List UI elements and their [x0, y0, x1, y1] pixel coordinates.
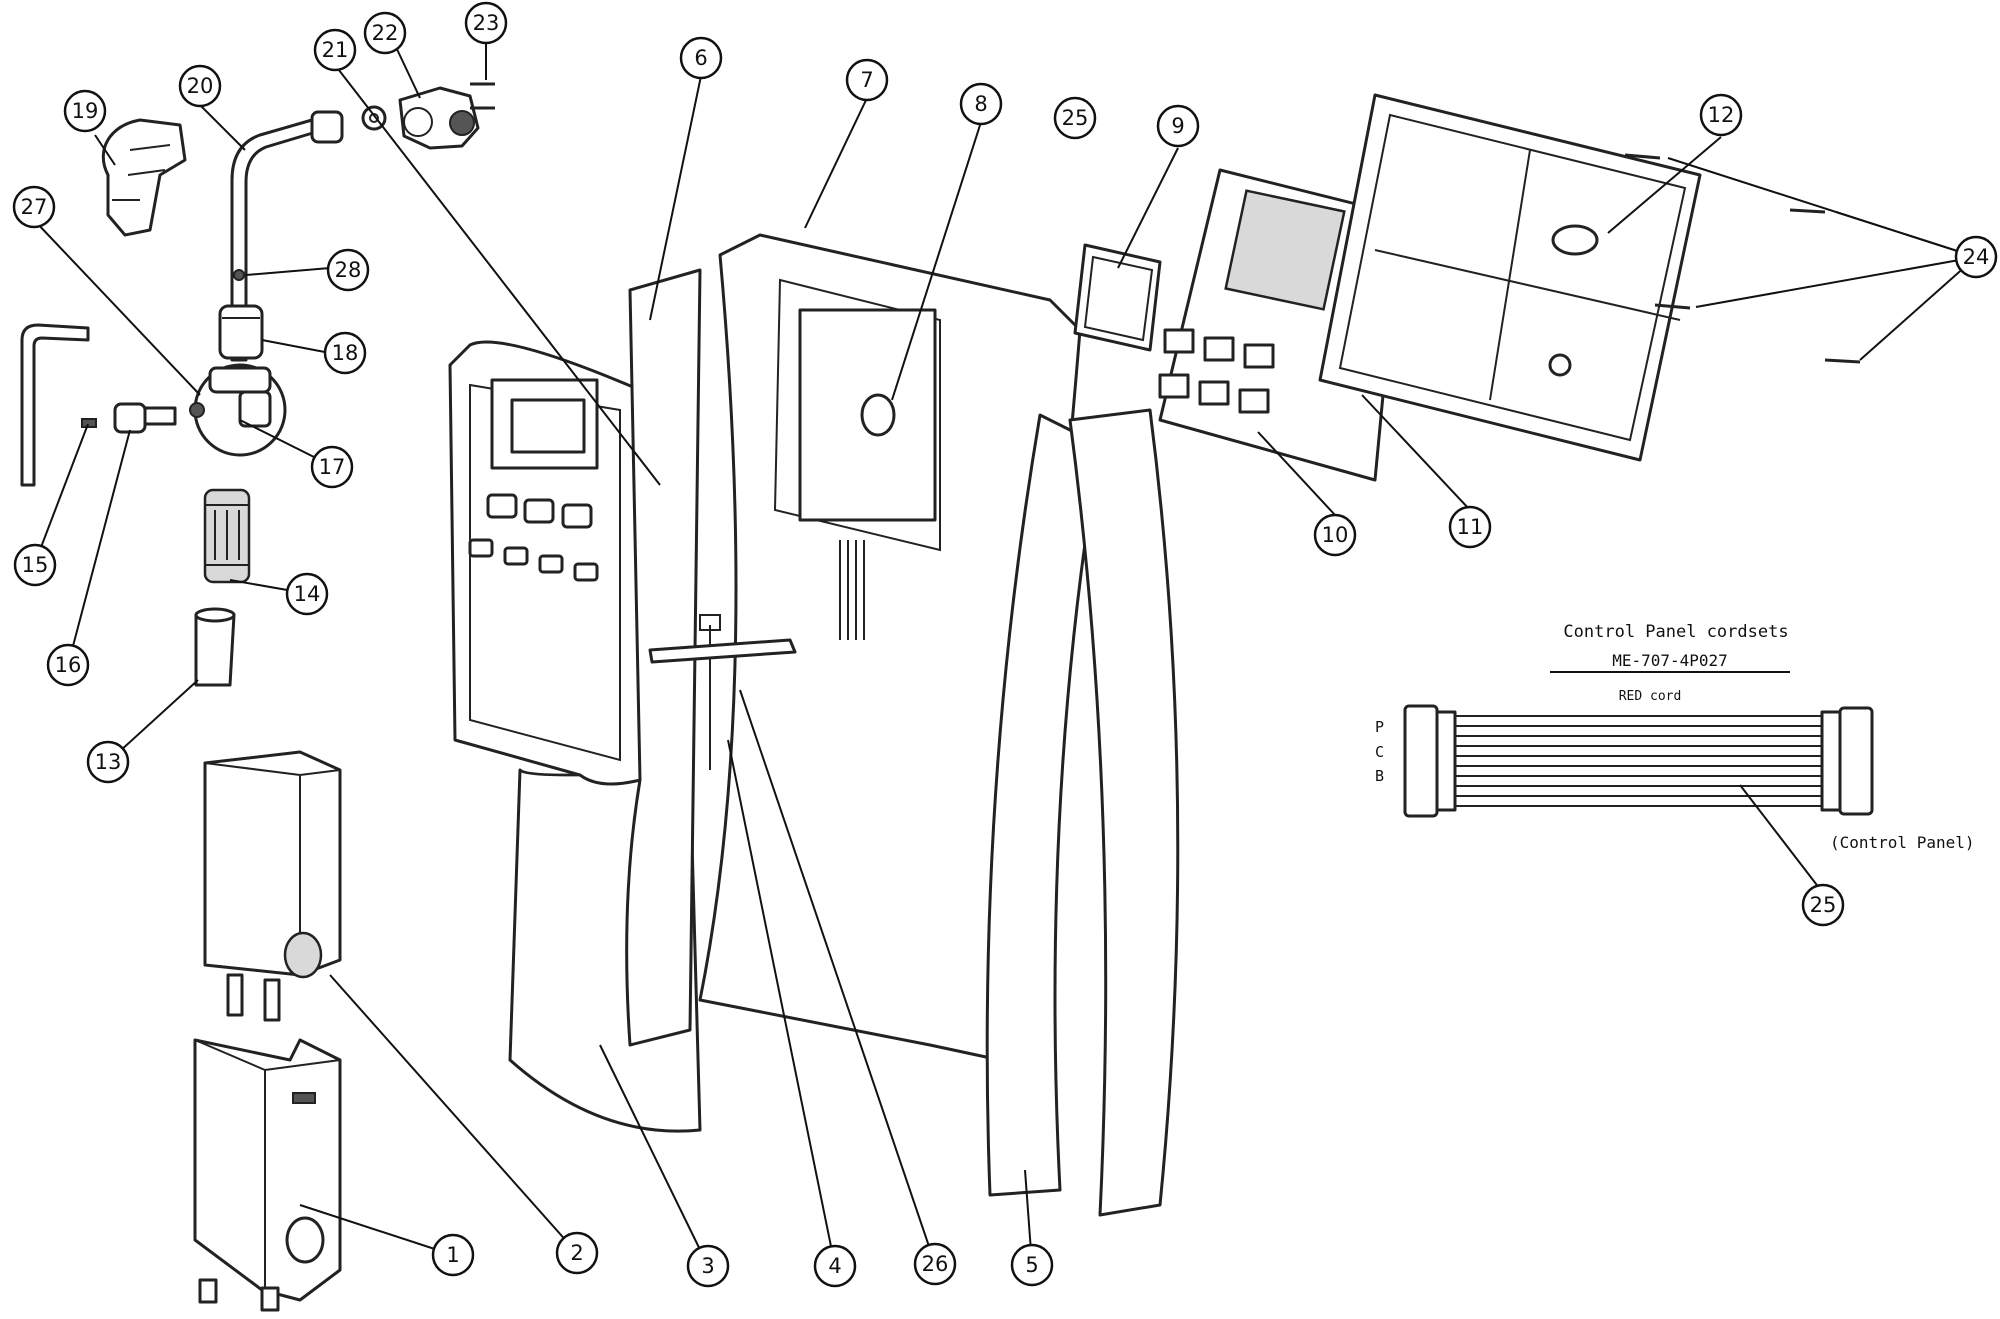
svg-text:15: 15	[22, 553, 49, 577]
part-1-housing	[193, 1038, 342, 1302]
callout-27: 27	[12, 185, 56, 229]
front-panels	[448, 233, 1180, 1217]
frame-ribs	[839, 540, 865, 640]
callout-28: 28	[326, 248, 370, 292]
callout-2: 2	[555, 1231, 599, 1275]
callout-15: 15	[13, 543, 57, 587]
svg-text:21: 21	[322, 38, 349, 62]
svg-text:9: 9	[1171, 114, 1184, 138]
callout-8: 8	[959, 82, 1003, 126]
svg-text:25: 25	[1062, 106, 1089, 130]
part-9-gasket	[1073, 243, 1162, 352]
svg-text:13: 13	[95, 750, 122, 774]
cordset-part-number: ME-707-4P027	[1612, 651, 1728, 670]
callout-16: 16	[46, 643, 90, 687]
pcb-display	[1224, 189, 1346, 311]
cordset: Control Panel cordsets ME-707-4P027 RED …	[1375, 622, 1975, 852]
callout-4: 4	[813, 1244, 857, 1288]
svg-text:17: 17	[319, 455, 346, 479]
callout-3: 3	[686, 1244, 730, 1288]
callouts: 1 2 3 4 5 6 7 8 9 10 11 12 13 14 15 16 1…	[12, 1, 1998, 1288]
part-15-screw	[81, 418, 97, 428]
svg-text:2: 2	[570, 1241, 583, 1265]
svg-text:19: 19	[72, 99, 99, 123]
callout-26: 26	[913, 1242, 957, 1286]
part-26-rod	[699, 614, 721, 770]
callout-24: 24	[1954, 235, 1998, 279]
part-16-connector	[113, 402, 147, 434]
part-24-screws	[1624, 153, 1861, 364]
callout-1: 1	[431, 1233, 475, 1277]
svg-text:6: 6	[694, 46, 707, 70]
callout-19: 19	[63, 89, 107, 133]
callout-11: 11	[1448, 505, 1492, 549]
pin-label-p: P	[1375, 718, 1384, 736]
part-5-side	[985, 413, 1102, 1197]
svg-text:11: 11	[1457, 515, 1484, 539]
svg-text:5: 5	[1025, 1253, 1038, 1277]
part-4-shaft	[648, 638, 797, 664]
callout-6: 6	[679, 36, 723, 80]
callout-25-cord: 25	[1801, 883, 1845, 927]
svg-text:8: 8	[974, 92, 987, 116]
svg-text:24: 24	[1963, 245, 1990, 269]
svg-text:20: 20	[187, 74, 214, 98]
callout-22: 22	[363, 11, 407, 55]
connector-left	[1403, 704, 1439, 818]
svg-text:1: 1	[446, 1243, 459, 1267]
button-row-lower	[468, 538, 599, 582]
pipe-fitting	[310, 110, 344, 144]
svg-text:12: 12	[1708, 103, 1735, 127]
callout-23: 23	[464, 1, 508, 45]
callout-20: 20	[178, 64, 222, 108]
svg-text:14: 14	[294, 582, 321, 606]
pin-label-b: B	[1375, 767, 1384, 785]
svg-text:7: 7	[860, 68, 873, 92]
leader-lines	[33, 35, 1977, 1267]
electronics	[1073, 93, 1861, 482]
callout-21: 21	[313, 28, 357, 72]
callout-10: 10	[1313, 513, 1357, 557]
lower-housing	[193, 750, 342, 1312]
svg-text:3: 3	[701, 1254, 714, 1278]
svg-text:27: 27	[21, 195, 48, 219]
button-row-upper	[486, 493, 593, 529]
callout-14: 14	[285, 572, 329, 616]
cord-label: RED cord	[1619, 689, 1682, 704]
svg-text:22: 22	[372, 21, 399, 45]
side-housing	[1068, 408, 1180, 1217]
svg-text:10: 10	[1322, 523, 1349, 547]
svg-text:16: 16	[55, 653, 82, 677]
ribbon-wires	[1455, 715, 1822, 807]
part-19-clip	[101, 118, 187, 237]
part-8-knob	[860, 393, 896, 437]
callout-7: 7	[845, 58, 889, 102]
part-13-sleeve	[194, 613, 236, 687]
svg-text:18: 18	[332, 341, 359, 365]
callout-9: 9	[1156, 104, 1200, 148]
svg-text:28: 28	[335, 258, 362, 282]
callout-25-top: 25	[1053, 96, 1097, 140]
part-18-cap	[218, 304, 264, 360]
callout-17: 17	[310, 445, 354, 489]
svg-text:25: 25	[1810, 893, 1837, 917]
part-28-oring	[233, 269, 245, 281]
callout-18: 18	[323, 331, 367, 375]
frame-window	[798, 308, 937, 522]
connector-right	[1838, 706, 1874, 816]
part-10-switches	[1158, 328, 1275, 414]
pin-label-c: C	[1375, 743, 1384, 761]
cordset-title: Control Panel cordsets	[1563, 622, 1788, 642]
callout-12: 12	[1699, 93, 1743, 137]
control-panel-end-label: (Control Panel)	[1830, 833, 1975, 852]
svg-text:26: 26	[922, 1252, 949, 1276]
svg-text:23: 23	[473, 11, 500, 35]
svg-text:4: 4	[828, 1254, 841, 1278]
part-2-cover	[203, 750, 342, 977]
callout-13: 13	[86, 740, 130, 784]
part-27-tube	[20, 323, 90, 487]
valve-assembly	[20, 82, 495, 687]
callout-5: 5	[1010, 1243, 1054, 1287]
